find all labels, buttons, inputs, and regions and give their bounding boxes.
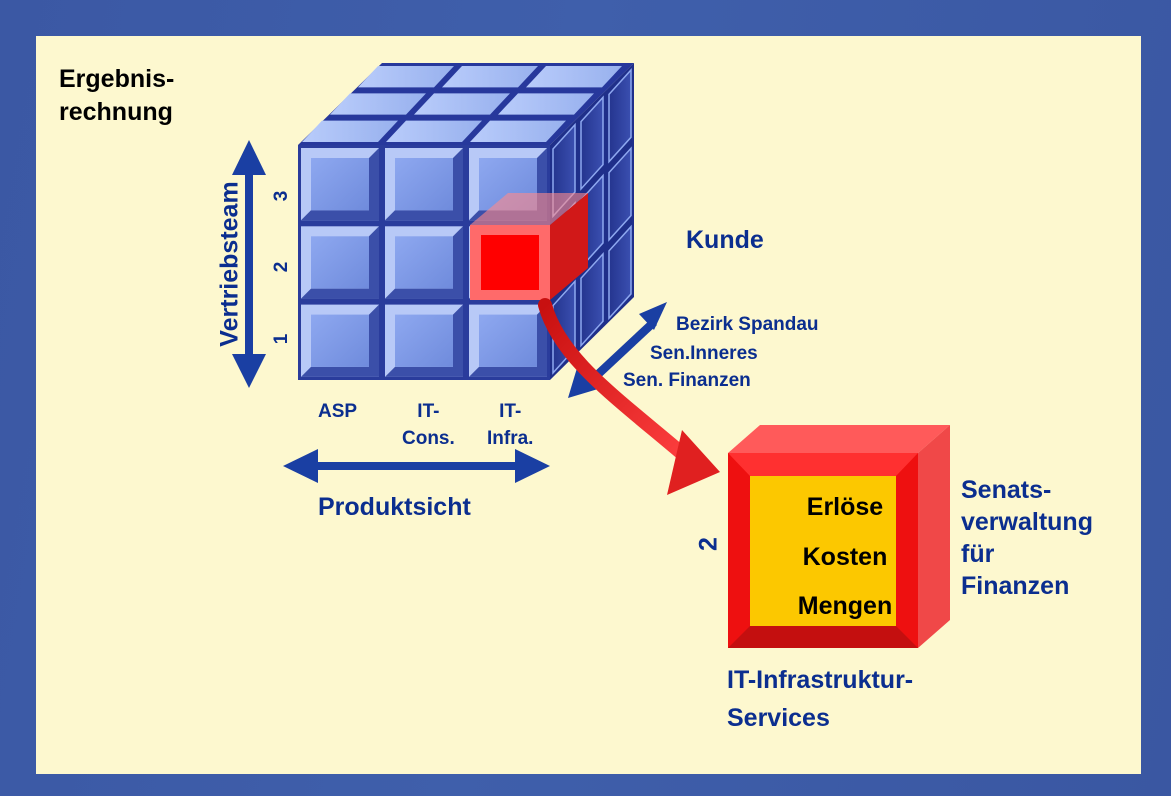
detail-level-label: 2 [694,537,723,551]
vertical-axis-arrow [232,140,266,388]
vertical-axis-label: Vertriebsteam [215,181,244,347]
customer-item: Sen.Inneres [650,343,758,364]
depth-axis-label: Kunde [686,226,764,254]
cube-cell [301,148,379,221]
row-label-1: 1 [271,333,292,345]
highlighted-cell [470,193,588,300]
cube-side-cell [608,146,632,242]
cube-top-cell [414,93,510,115]
cube-side-cell [608,68,632,164]
cube-side-cell [608,224,632,321]
metrics-panel [750,476,896,626]
cube-top-cell [498,93,594,115]
detail-customer-label: Senats- verwaltung für Finanzen [961,476,1093,600]
metric-quantities: Mengen [797,592,893,620]
detail-product-label: IT-Infrastruktur- Services [727,666,914,732]
customer-item: Bezirk Spandau [676,314,819,335]
cube-top-cell [302,120,398,142]
cube-top-cell [470,120,566,142]
horizontal-axis-arrow [283,449,550,483]
cube-side-cell [580,95,604,191]
column-label-it-infra: IT- Infra. [487,401,534,449]
page-title: Ergebnis- rechnung [59,65,175,126]
cube-top-cell [386,120,482,142]
row-label-2: 2 [271,261,292,273]
cube-cell [469,304,547,377]
cube-side-cell [580,251,604,348]
cube-top-cell [526,66,622,88]
cube-cell [301,226,379,299]
column-label-it-cons: IT- Cons. [402,401,455,449]
drilldown-arrow [538,298,720,495]
detail-box [728,425,950,648]
cube-cell [385,148,463,221]
cube-top-cell [442,66,538,88]
cube-cell [385,304,463,377]
cube-cell [301,304,379,377]
customer-item: Sen. Finanzen [623,370,751,391]
metric-costs: Kosten [802,543,888,571]
metric-revenue: Erlöse [806,493,884,521]
column-label-asp: ASP [318,401,358,422]
row-label-3: 3 [271,190,292,202]
cube-cell [385,226,463,299]
cube-top-cell [330,93,426,115]
horizontal-axis-label: Produktsicht [318,493,471,521]
cube-top-cell [358,66,454,88]
